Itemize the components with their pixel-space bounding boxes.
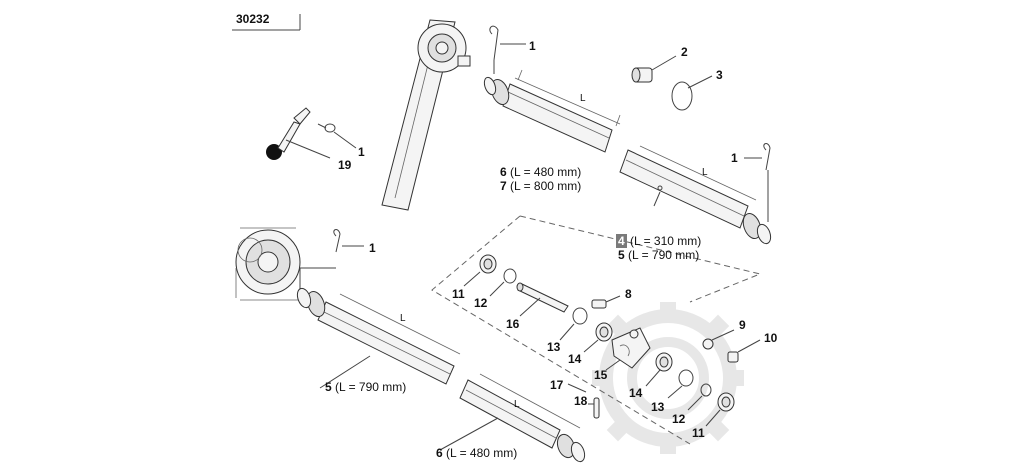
- callout-6-bottom-number: 6: [436, 446, 443, 460]
- callout-6-bottom-length: (L = 480 mm): [446, 446, 518, 460]
- callout-5-bottom-number: 5: [325, 380, 332, 394]
- callout-18: 18: [574, 394, 588, 408]
- bracket-15: [605, 327, 651, 371]
- leader-17: [567, 383, 587, 393]
- callout-6-bottom: 6 (L = 480 mm): [436, 446, 517, 460]
- bearing-11-bottom: [705, 392, 735, 427]
- bushing-part-2: [631, 55, 677, 83]
- bearing-14-top: [583, 322, 613, 353]
- diagram-id-box: [232, 14, 301, 31]
- bearing-14-bottom: [645, 352, 673, 387]
- callout-3: 3: [716, 68, 723, 82]
- pin-18: [588, 397, 600, 419]
- length-mark-right: L: [702, 167, 708, 178]
- callout-5-right: 5 (L = 790 mm): [618, 248, 699, 262]
- callout-12-top: 12: [474, 296, 488, 310]
- callout-14-top: 14: [568, 352, 582, 366]
- callout-13-bottom: 13: [651, 400, 665, 414]
- callout-5-right-length: (L = 790 mm): [628, 248, 700, 262]
- ring-12-bottom: [687, 383, 712, 411]
- gearbox-left: [235, 227, 301, 301]
- shaft-bottom-left: [296, 287, 461, 389]
- callout-1-crank-clip: 1: [358, 145, 365, 159]
- crank-handle: [266, 107, 331, 160]
- callout-11-bottom: 11: [692, 426, 705, 440]
- length-mark-bottom: L: [514, 399, 520, 410]
- shaft-bottom: [439, 373, 586, 463]
- callout-15: 15: [594, 368, 608, 382]
- callout-5-bottom: 5 (L = 790 mm): [325, 380, 406, 394]
- callout-6-top: 6 (L = 480 mm): [500, 165, 581, 179]
- callout-1-left-clip: 1: [369, 241, 376, 255]
- bolt-8: [591, 295, 621, 309]
- shaft-top: [483, 69, 621, 153]
- callout-6-top-length: (L = 480 mm): [510, 165, 582, 179]
- callout-19: 19: [338, 158, 352, 172]
- watermark-gear-logo: [592, 302, 744, 454]
- callout-11-top: 11: [452, 287, 465, 301]
- callout-9: 9: [739, 318, 746, 332]
- ring-13-top: [559, 307, 588, 341]
- r-clip-crank: [317, 123, 357, 149]
- callout-12-bottom: 12: [672, 412, 686, 426]
- callout-1-right-clip: 1: [731, 151, 738, 165]
- callout-4-length: (L = 310 mm): [630, 234, 702, 248]
- r-clip-right: [744, 143, 771, 222]
- callout-8: 8: [625, 287, 632, 301]
- length-mark-top: L: [580, 93, 586, 104]
- callout-6-top-number: 6: [500, 165, 507, 179]
- callout-4: 4 (L = 310 mm): [616, 234, 701, 248]
- callout-4-number: 4: [616, 234, 627, 248]
- callout-5-bottom-length: (L = 790 mm): [335, 380, 407, 394]
- assembly-boundary: [431, 215, 762, 445]
- length-mark-bottom-left: L: [400, 313, 406, 324]
- pin-16: [516, 282, 569, 317]
- bearing-11-top: [463, 254, 497, 287]
- diagram-id: 30232: [236, 12, 270, 26]
- ring-13-bottom: [667, 369, 694, 399]
- drive-arm: [381, 19, 471, 211]
- callout-16: 16: [506, 317, 520, 331]
- callout-7-length: (L = 800 mm): [510, 179, 582, 193]
- washer-9: [702, 329, 735, 350]
- spring-ring-part-3: [671, 75, 713, 111]
- callout-5-right-number: 5: [618, 248, 625, 262]
- callout-7: 7 (L = 800 mm): [500, 179, 581, 193]
- r-clip-top: [489, 25, 526, 74]
- callout-14-bottom: 14: [629, 386, 643, 400]
- callout-1-top-clip: 1: [529, 39, 536, 53]
- callout-13-top: 13: [547, 340, 561, 354]
- shaft-right: [619, 145, 772, 245]
- ring-12-top: [489, 268, 517, 297]
- r-clip-left: [299, 229, 364, 292]
- nut-10: [727, 339, 761, 363]
- callout-7-number: 7: [500, 179, 507, 193]
- callout-10: 10: [764, 331, 778, 345]
- callout-17: 17: [550, 378, 564, 392]
- callout-2: 2: [681, 45, 688, 59]
